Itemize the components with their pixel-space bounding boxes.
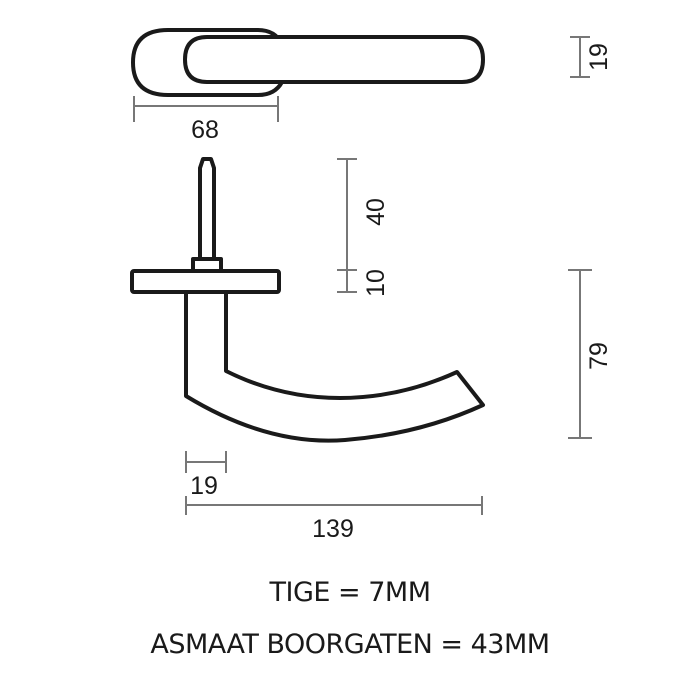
dimension-total-length: 139 (185, 496, 483, 543)
dimension-label-19-top: 19 (585, 43, 613, 71)
top-view: 68 19 (131, 28, 613, 144)
spindle (198, 157, 216, 259)
dimension-label-139: 139 (312, 515, 354, 543)
top-lever-outline (183, 35, 485, 84)
dimension-neck-width: 19 (185, 451, 227, 500)
dimension-label-10: 10 (362, 269, 390, 297)
side-view: 40 10 79 19 139 (130, 157, 613, 543)
dimension-spindle: 40 10 (337, 158, 390, 297)
dimension-label-79: 79 (585, 342, 613, 370)
rose-plate (130, 269, 281, 294)
dimension-label-19-neck: 19 (190, 472, 218, 500)
dimension-label-68: 68 (191, 116, 219, 144)
caption-spindle: TIGE = 7MM (269, 577, 432, 608)
dimension-top-width: 68 (133, 96, 279, 144)
dimension-label-40: 40 (362, 198, 390, 226)
dimension-lever-drop: 79 (568, 269, 613, 439)
lever-body (184, 292, 485, 443)
caption-hole-spacing: ASMAAT BOORGATEN = 43MM (150, 629, 550, 660)
dimension-top-height: 19 (570, 36, 613, 78)
